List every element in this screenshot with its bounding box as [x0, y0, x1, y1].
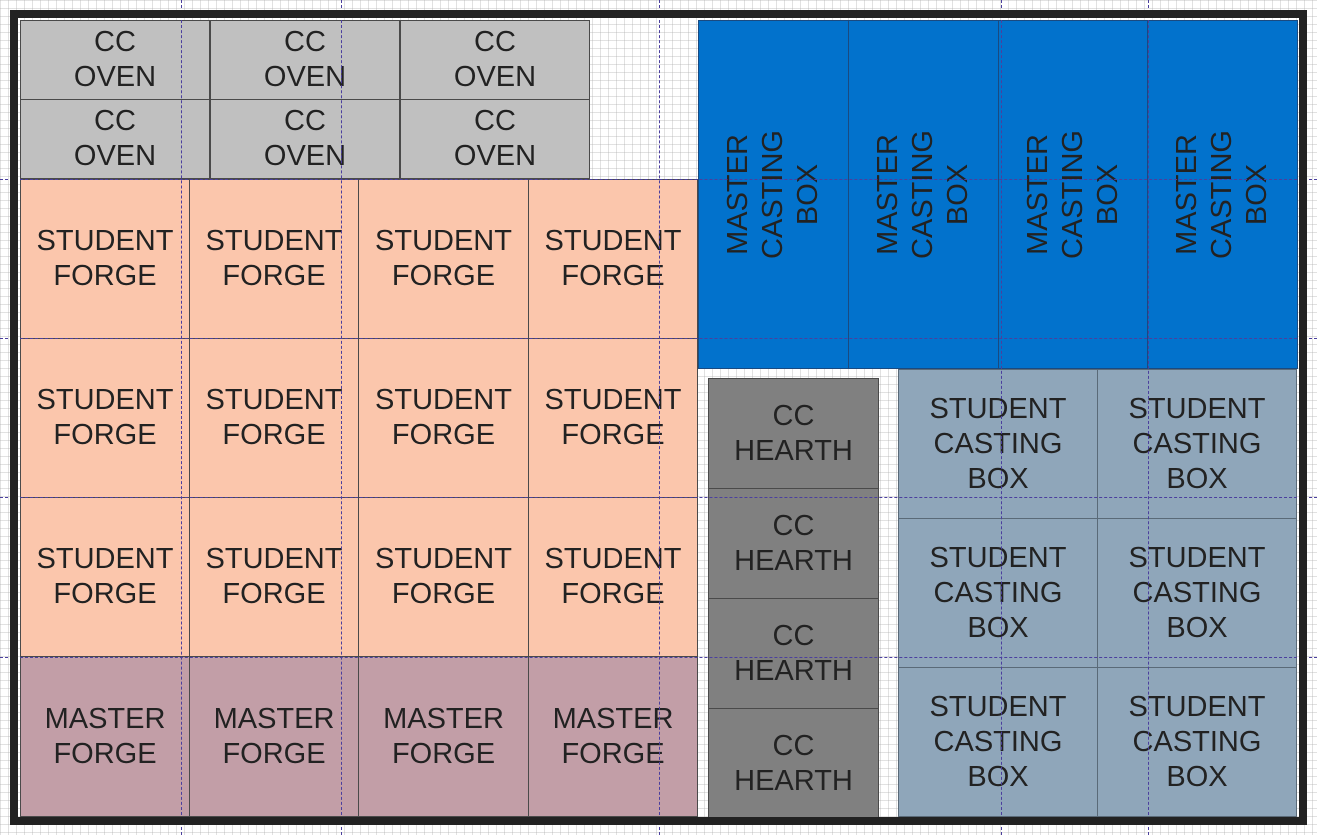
- student-forge-tile: STUDENT FORGE: [189, 497, 359, 657]
- master-forge-tile: MASTER FORGE: [358, 656, 529, 817]
- student-forge-tile: STUDENT FORGE: [20, 179, 190, 339]
- student-forge-label: STUDENT FORGE: [205, 225, 343, 292]
- master-casting-box-tile: MASTER CASTING BOX: [1147, 20, 1298, 369]
- cc-hearth-tile: CC HEARTH: [708, 378, 879, 489]
- student-forge-label: STUDENT FORGE: [544, 543, 682, 610]
- master-forge-tile: MASTER FORGE: [189, 656, 359, 817]
- cc-hearth-label: CC HEARTH: [734, 509, 853, 577]
- master-forge-label: MASTER FORGE: [44, 702, 166, 770]
- student-forge-tile: STUDENT FORGE: [528, 338, 698, 498]
- student-forge-tile: STUDENT FORGE: [528, 179, 698, 339]
- student-forge-label: STUDENT FORGE: [544, 384, 682, 451]
- student-forge-label: STUDENT FORGE: [544, 225, 682, 292]
- student-forge-label: STUDENT FORGE: [375, 225, 512, 292]
- student-forge-tile: STUDENT FORGE: [528, 497, 698, 657]
- cc-hearth-label: CC HEARTH: [734, 729, 853, 797]
- cc-oven-tile: CC OVEN: [400, 20, 590, 100]
- master-forge-label: MASTER FORGE: [552, 702, 674, 770]
- cc-hearth-tile: CC HEARTH: [708, 708, 879, 819]
- cc-hearth-label: CC HEARTH: [734, 619, 853, 687]
- master-casting-box-tile: MASTER CASTING BOX: [698, 20, 849, 369]
- student-forge-tile: STUDENT FORGE: [189, 179, 359, 339]
- student-forge-label: STUDENT FORGE: [36, 225, 174, 292]
- cc-hearth-tile: CC HEARTH: [708, 488, 879, 599]
- cc-oven-label: CC OVEN: [263, 26, 347, 93]
- cc-oven-tile: CC OVEN: [210, 20, 400, 100]
- cc-oven-tile: CC OVEN: [400, 99, 590, 179]
- cc-oven-tile: CC OVEN: [20, 99, 210, 179]
- master-casting-box-tile: MASTER CASTING BOX: [998, 20, 1149, 369]
- student-forge-label: STUDENT FORGE: [205, 384, 343, 451]
- student-casting-box-label: STUDENT CASTING BOX: [929, 392, 1067, 495]
- cc-oven-label: CC OVEN: [453, 105, 537, 172]
- student-forge-tile: STUDENT FORGE: [358, 179, 529, 339]
- student-casting-box-tile: STUDENT CASTING BOX: [898, 518, 1098, 668]
- master-forge-label: MASTER FORGE: [213, 702, 335, 770]
- cc-oven-label: CC OVEN: [453, 26, 537, 93]
- cc-oven-tile: CC OVEN: [20, 20, 210, 100]
- master-forge-tile: MASTER FORGE: [528, 656, 698, 817]
- student-casting-box-tile: STUDENT CASTING BOX: [1097, 518, 1297, 668]
- master-casting-box-label: MASTER CASTING BOX: [872, 130, 974, 259]
- cc-oven-label: CC OVEN: [73, 105, 157, 172]
- student-forge-tile: STUDENT FORGE: [20, 497, 190, 657]
- master-casting-box-tile: MASTER CASTING BOX: [848, 20, 999, 369]
- student-forge-tile: STUDENT FORGE: [189, 338, 359, 498]
- student-forge-label: STUDENT FORGE: [205, 543, 343, 610]
- student-casting-box-tile: STUDENT CASTING BOX: [1097, 667, 1297, 817]
- master-casting-box-label: MASTER CASTING BOX: [1171, 130, 1273, 259]
- cc-hearth-label: CC HEARTH: [734, 399, 853, 467]
- student-casting-box-tile: STUDENT CASTING BOX: [1097, 369, 1297, 519]
- cc-hearth-tile: CC HEARTH: [708, 598, 879, 709]
- student-forge-tile: STUDENT FORGE: [20, 338, 190, 498]
- student-forge-label: STUDENT FORGE: [36, 384, 174, 451]
- student-casting-box-tile: STUDENT CASTING BOX: [898, 369, 1098, 519]
- student-casting-box-label: STUDENT CASTING BOX: [1128, 392, 1266, 495]
- master-forge-label: MASTER FORGE: [383, 702, 504, 770]
- cc-oven-label: CC OVEN: [263, 105, 347, 172]
- student-forge-tile: STUDENT FORGE: [358, 338, 529, 498]
- student-forge-label: STUDENT FORGE: [375, 543, 512, 610]
- student-casting-box-label: STUDENT CASTING BOX: [1128, 690, 1266, 793]
- student-forge-tile: STUDENT FORGE: [358, 497, 529, 657]
- student-forge-label: STUDENT FORGE: [375, 384, 512, 451]
- master-casting-box-label: MASTER CASTING BOX: [1022, 130, 1124, 259]
- student-casting-box-label: STUDENT CASTING BOX: [929, 690, 1067, 793]
- student-casting-box-label: STUDENT CASTING BOX: [1128, 541, 1266, 644]
- student-forge-label: STUDENT FORGE: [36, 543, 174, 610]
- master-forge-tile: MASTER FORGE: [20, 656, 190, 817]
- student-casting-box-label: STUDENT CASTING BOX: [929, 541, 1067, 644]
- cc-oven-label: CC OVEN: [73, 26, 157, 93]
- student-casting-box-tile: STUDENT CASTING BOX: [898, 667, 1098, 817]
- cc-oven-tile: CC OVEN: [210, 99, 400, 179]
- master-casting-box-label: MASTER CASTING BOX: [722, 130, 824, 259]
